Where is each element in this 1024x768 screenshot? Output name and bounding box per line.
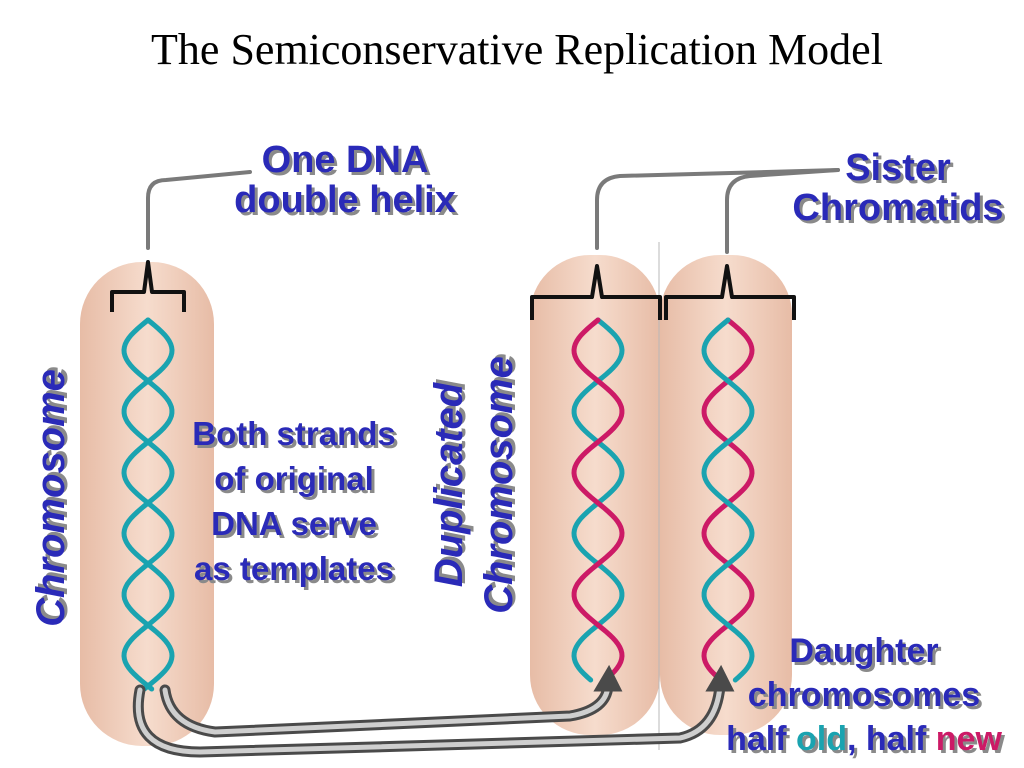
svg-text:double helix: double helix [237, 182, 459, 224]
label-templates-3: DNA serve [211, 505, 377, 542]
label-duplicated: Duplicated [427, 381, 471, 587]
svg-text:Chromatids: Chromatids [795, 190, 1006, 232]
svg-text:Chromosome: Chromosome [480, 353, 524, 611]
svg-text:half old, half new: half old, half new [729, 723, 1005, 761]
svg-text:Daughter: Daughter [792, 635, 941, 673]
sister-chromatid-right [660, 255, 792, 735]
word-new: new [936, 720, 1003, 758]
original-strand-b [121, 317, 175, 692]
svg-text:as templates: as templates [197, 553, 397, 590]
original-dna-helix [121, 317, 175, 692]
label-chromosomes: chromosomes [748, 676, 980, 714]
label-half-old-half-new: half old, half new [726, 720, 1002, 758]
connector-sister-left [595, 168, 840, 250]
word-old: old [796, 720, 847, 758]
sister-chromatid-left [530, 255, 660, 735]
connector-sister-right [725, 168, 840, 254]
label-templates-1: Both strands [192, 415, 396, 452]
arrowhead-right [705, 664, 735, 692]
svg-text:Both strands: Both strands [195, 418, 399, 455]
page-title: The Semiconservative Replication Model [151, 25, 883, 74]
brace-original [110, 260, 186, 312]
label-one-dna: One DNA [262, 139, 429, 181]
svg-text:One DNA: One DNA [265, 142, 432, 184]
svg-text:of original: of original [217, 463, 377, 500]
label-sister: Sister [845, 147, 951, 189]
label-duplicated-chromosome: Chromosome [477, 356, 521, 614]
brace-chromatid-right [664, 264, 796, 320]
svg-text:DNA serve: DNA serve [214, 508, 380, 545]
brace-chromatid-left [530, 264, 662, 320]
daughter-dna-helix-right [701, 317, 755, 683]
arrowhead-left [593, 664, 623, 692]
right-old-strand [701, 317, 755, 683]
label-chromatids: Chromatids [792, 187, 1003, 229]
label-chromosome: Chromosome [29, 369, 73, 627]
svg-text:Chromosome: Chromosome [32, 366, 76, 624]
label-daughter: Daughter [789, 632, 938, 670]
svg-text:chromosomes: chromosomes [751, 679, 983, 717]
svg-text:Sister: Sister [848, 150, 954, 192]
left-new-strand [571, 317, 625, 683]
label-templates-2: of original [214, 460, 374, 497]
label-double-helix: double helix [234, 179, 456, 221]
svg-text:Duplicated: Duplicated [430, 378, 474, 584]
connector-one-dna [146, 170, 252, 250]
label-templates-4: as templates [194, 550, 394, 587]
daughter-dna-helix-left [571, 317, 625, 683]
